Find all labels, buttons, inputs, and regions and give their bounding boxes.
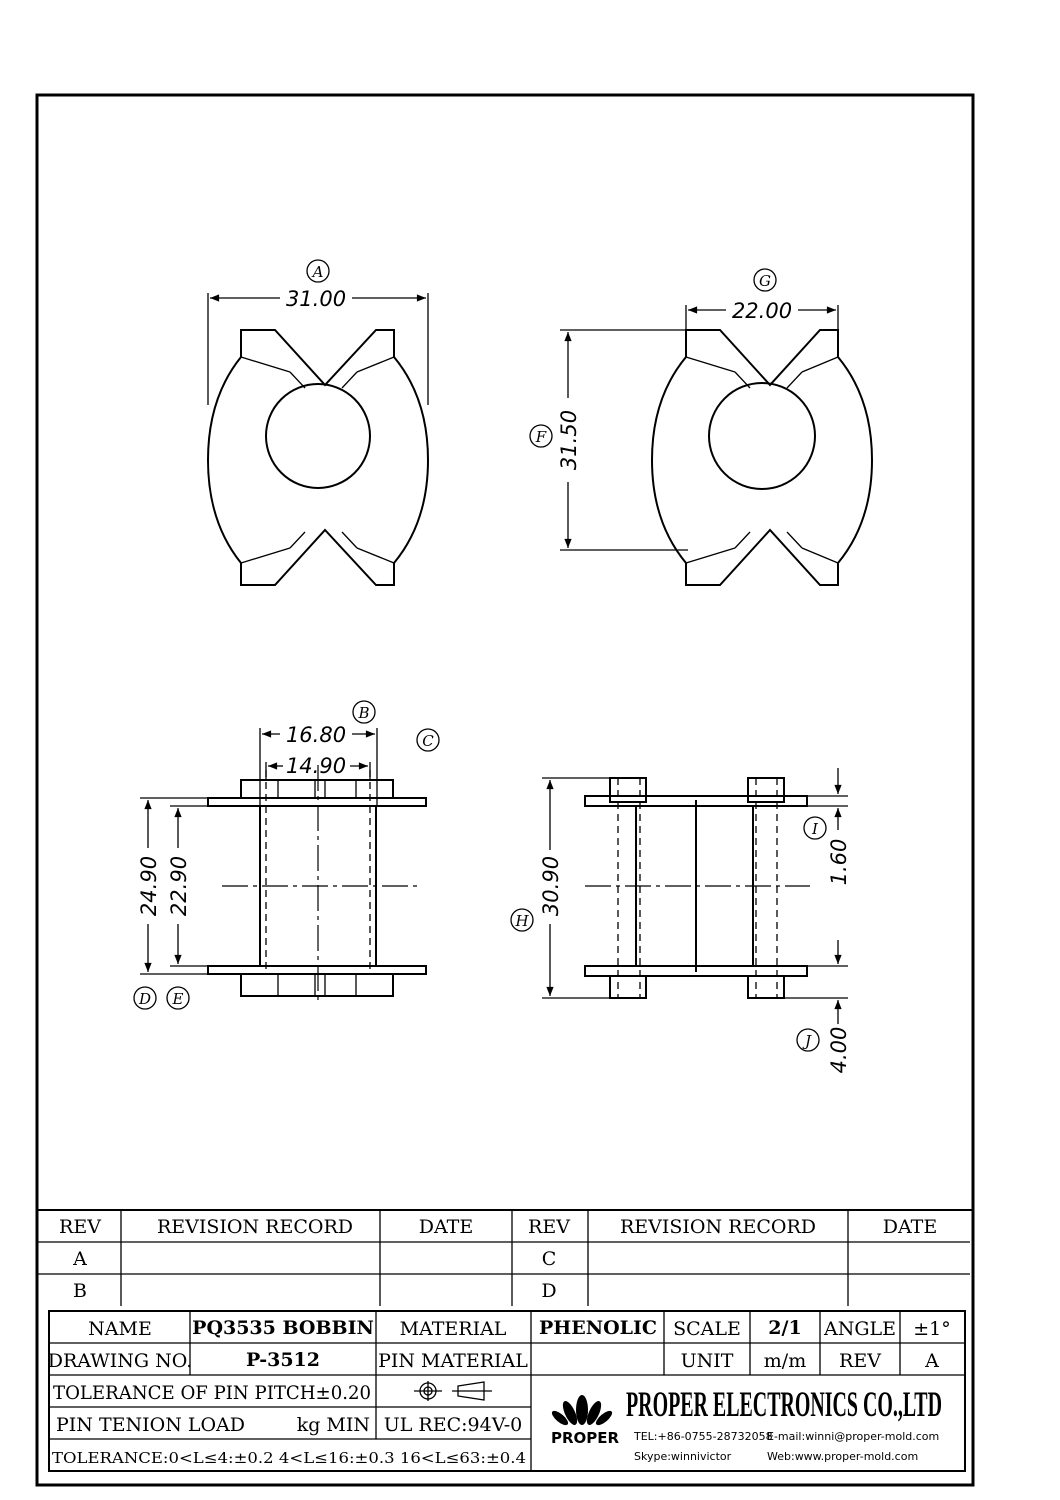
rev-label: REV bbox=[839, 1350, 881, 1372]
callout-a: A bbox=[311, 263, 324, 281]
rev-header-2: REV bbox=[528, 1216, 570, 1238]
rev-header-1: REV bbox=[59, 1216, 101, 1238]
part-name: PQ3535 BOBBIN bbox=[192, 1317, 374, 1339]
dim-14-90: 14.90 bbox=[286, 754, 346, 778]
contact-skype: Skype:winnivictor bbox=[634, 1450, 732, 1463]
rev-record-header-1: REVISION RECORD bbox=[157, 1216, 353, 1238]
callout-j: J bbox=[802, 1032, 812, 1050]
rev-row-c: C bbox=[542, 1248, 557, 1270]
pin-tension-label: PIN TENION LOAD bbox=[56, 1414, 245, 1436]
dim-22-90: 22.90 bbox=[167, 856, 191, 916]
callout-e: E bbox=[172, 990, 184, 1008]
angle-value: ±1° bbox=[913, 1318, 951, 1340]
general-tolerance: TOLERANCE:0<L≤4:±0.2 4<L≤16:±0.3 16<L≤63… bbox=[52, 1449, 526, 1467]
pin-tension-unit: kg MIN bbox=[297, 1414, 370, 1436]
callout-d: D bbox=[138, 990, 151, 1008]
front-view-left: 31.00 A bbox=[206, 259, 430, 586]
rev-row-a: A bbox=[72, 1248, 87, 1270]
scale-value: 2/1 bbox=[768, 1317, 801, 1339]
callout-h: H bbox=[514, 912, 529, 930]
dim-16-80: 16.80 bbox=[286, 723, 346, 747]
rev-row-d: D bbox=[541, 1280, 556, 1302]
callout-c: C bbox=[422, 732, 434, 750]
callout-i: I bbox=[811, 820, 819, 838]
dim-4-00: 4.00 bbox=[827, 1027, 851, 1074]
projection-symbol bbox=[414, 1381, 492, 1401]
drawing-no-value: P-3512 bbox=[246, 1349, 320, 1371]
side-view-right: 30.90 H I 1.60 J 4.00 bbox=[510, 768, 851, 1074]
title-block: NAME PQ3535 BOBBIN MATERIAL PHENOLIC SCA… bbox=[48, 1310, 966, 1472]
angle-label: ANGLE bbox=[823, 1318, 896, 1340]
logo-text: PROPER bbox=[551, 1429, 620, 1447]
unit-value: m/m bbox=[764, 1350, 806, 1372]
proper-logo-icon bbox=[551, 1395, 613, 1426]
scale-label: SCALE bbox=[673, 1318, 741, 1340]
side-view-left: 16.80 14.90 B C 24.90 22.90 D E bbox=[133, 700, 440, 1010]
revision-table: REV REVISION RECORD DATE REV REVISION RE… bbox=[37, 1209, 973, 1306]
contact-tel: TEL:+86-0755-28732058 bbox=[633, 1430, 773, 1443]
ul-rating: UL REC:94V-0 bbox=[384, 1414, 522, 1436]
pin-material-label: PIN MATERIAL bbox=[378, 1350, 528, 1372]
name-label: NAME bbox=[88, 1318, 152, 1340]
drawing-no-label: DRAWING NO. bbox=[48, 1350, 193, 1372]
contact-email: E-mail:winni@proper-mold.com bbox=[767, 1430, 939, 1443]
callout-g: G bbox=[759, 272, 771, 290]
rev-value: A bbox=[924, 1350, 939, 1372]
dim-22-00: 22.00 bbox=[732, 299, 792, 323]
contact-web: Web:www.proper-mold.com bbox=[767, 1450, 918, 1463]
dim-1-60: 1.60 bbox=[827, 839, 851, 886]
rev-date-header-1: DATE bbox=[419, 1216, 473, 1238]
material-label: MATERIAL bbox=[400, 1318, 507, 1340]
dim-24-90: 24.90 bbox=[137, 856, 161, 916]
rev-record-header-2: REVISION RECORD bbox=[620, 1216, 816, 1238]
dim-31-50: 31.50 bbox=[557, 410, 581, 470]
callout-b: B bbox=[357, 704, 369, 722]
front-view-right: 22.00 G 31.50 F bbox=[529, 268, 874, 586]
rev-date-header-2: DATE bbox=[883, 1216, 937, 1238]
material-value: PHENOLIC bbox=[539, 1317, 657, 1339]
tolerance-pin-pitch: TOLERANCE OF PIN PITCH±0.20 bbox=[53, 1382, 371, 1404]
rev-row-b: B bbox=[73, 1280, 87, 1302]
drawing-border bbox=[35, 93, 975, 1487]
company-name: PROPER ELECTRONICS CO.,LTD bbox=[626, 1384, 942, 1424]
dim-30-90: 30.90 bbox=[539, 856, 563, 916]
dim-31-00: 31.00 bbox=[286, 287, 346, 311]
callout-f: F bbox=[535, 428, 547, 446]
unit-label: UNIT bbox=[681, 1350, 734, 1372]
